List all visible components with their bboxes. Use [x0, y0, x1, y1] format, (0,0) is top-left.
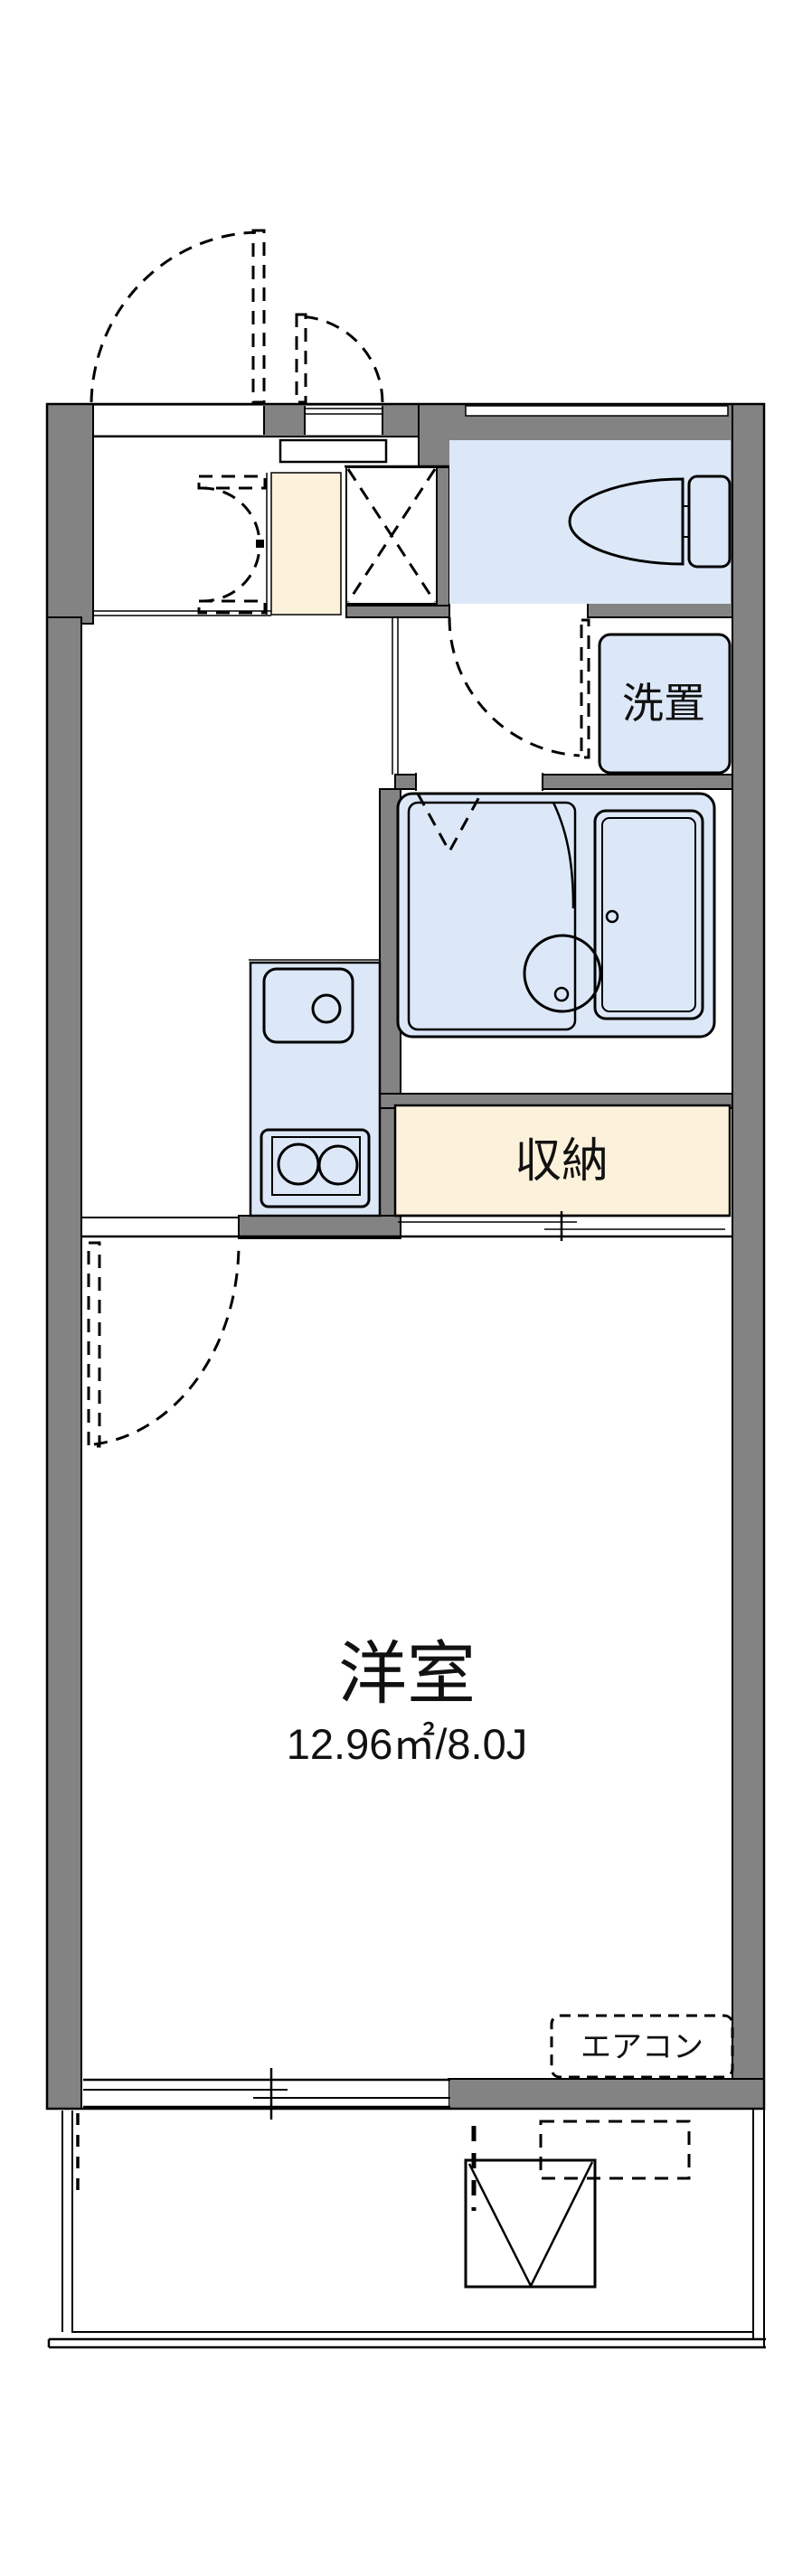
kitchen-sink-icon: [262, 967, 354, 1044]
balcony-outline: [71, 2111, 754, 2333]
aircon-label: エアコン: [581, 2030, 703, 2064]
room-door: [87, 1241, 241, 1448]
main-room-area-label: 12.96㎡/8.0J: [287, 1720, 528, 1768]
water-heater-icon: [464, 2158, 597, 2289]
entrance-opening: [94, 406, 263, 435]
openings: [81, 405, 732, 1238]
line-details: [83, 438, 730, 2120]
wall-left-lower: [46, 616, 82, 2110]
toilet-door: [448, 616, 590, 759]
entrance-door: [90, 229, 266, 404]
storage-label: 収納: [515, 1135, 609, 1188]
bath-drain-icon: [523, 934, 602, 1013]
closet-doors: [197, 475, 267, 615]
washer-space-box: [598, 633, 732, 775]
entrance-step: [279, 438, 388, 464]
wall-bottom-right-band: [448, 2078, 765, 2110]
balcony: [47, 2109, 766, 2349]
toilet-icon: [568, 475, 732, 569]
labels: 洋室 12.96㎡/8.0J 収納 洗置 エアコン: [287, 680, 705, 2064]
main-window: [84, 2081, 448, 2107]
aircon-box: [550, 2014, 734, 2079]
kitchen-stove-icon: [260, 1128, 371, 1208]
bath-door-opening: [416, 773, 543, 791]
fixtures: [260, 475, 732, 1208]
main-room-label: 洋室: [338, 1636, 476, 1713]
wall-xcloset-bottom: [345, 605, 450, 618]
doors: [87, 229, 734, 2079]
wall-room-top: [238, 1215, 401, 1239]
storage-closet-box: [393, 1104, 732, 1217]
toilet-door-opening: [449, 603, 588, 618]
wall-left-upper: [46, 403, 94, 625]
building-outline: [45, 402, 766, 2111]
closet-cross: [346, 468, 437, 603]
storage-door-opening: [306, 406, 382, 435]
storage-door: [295, 313, 384, 404]
bath-unit: [396, 792, 716, 1039]
room-passage-opening: [82, 1217, 238, 1237]
shoe-cabinet: [270, 472, 342, 616]
wall-right: [732, 403, 765, 2110]
wall-xcloset-right: [436, 466, 450, 618]
bathtub-icon: [407, 801, 704, 1031]
outdoor-unit-box: [539, 2120, 691, 2180]
washer-label: 洗置: [622, 680, 705, 727]
toilet-window: [465, 405, 729, 417]
